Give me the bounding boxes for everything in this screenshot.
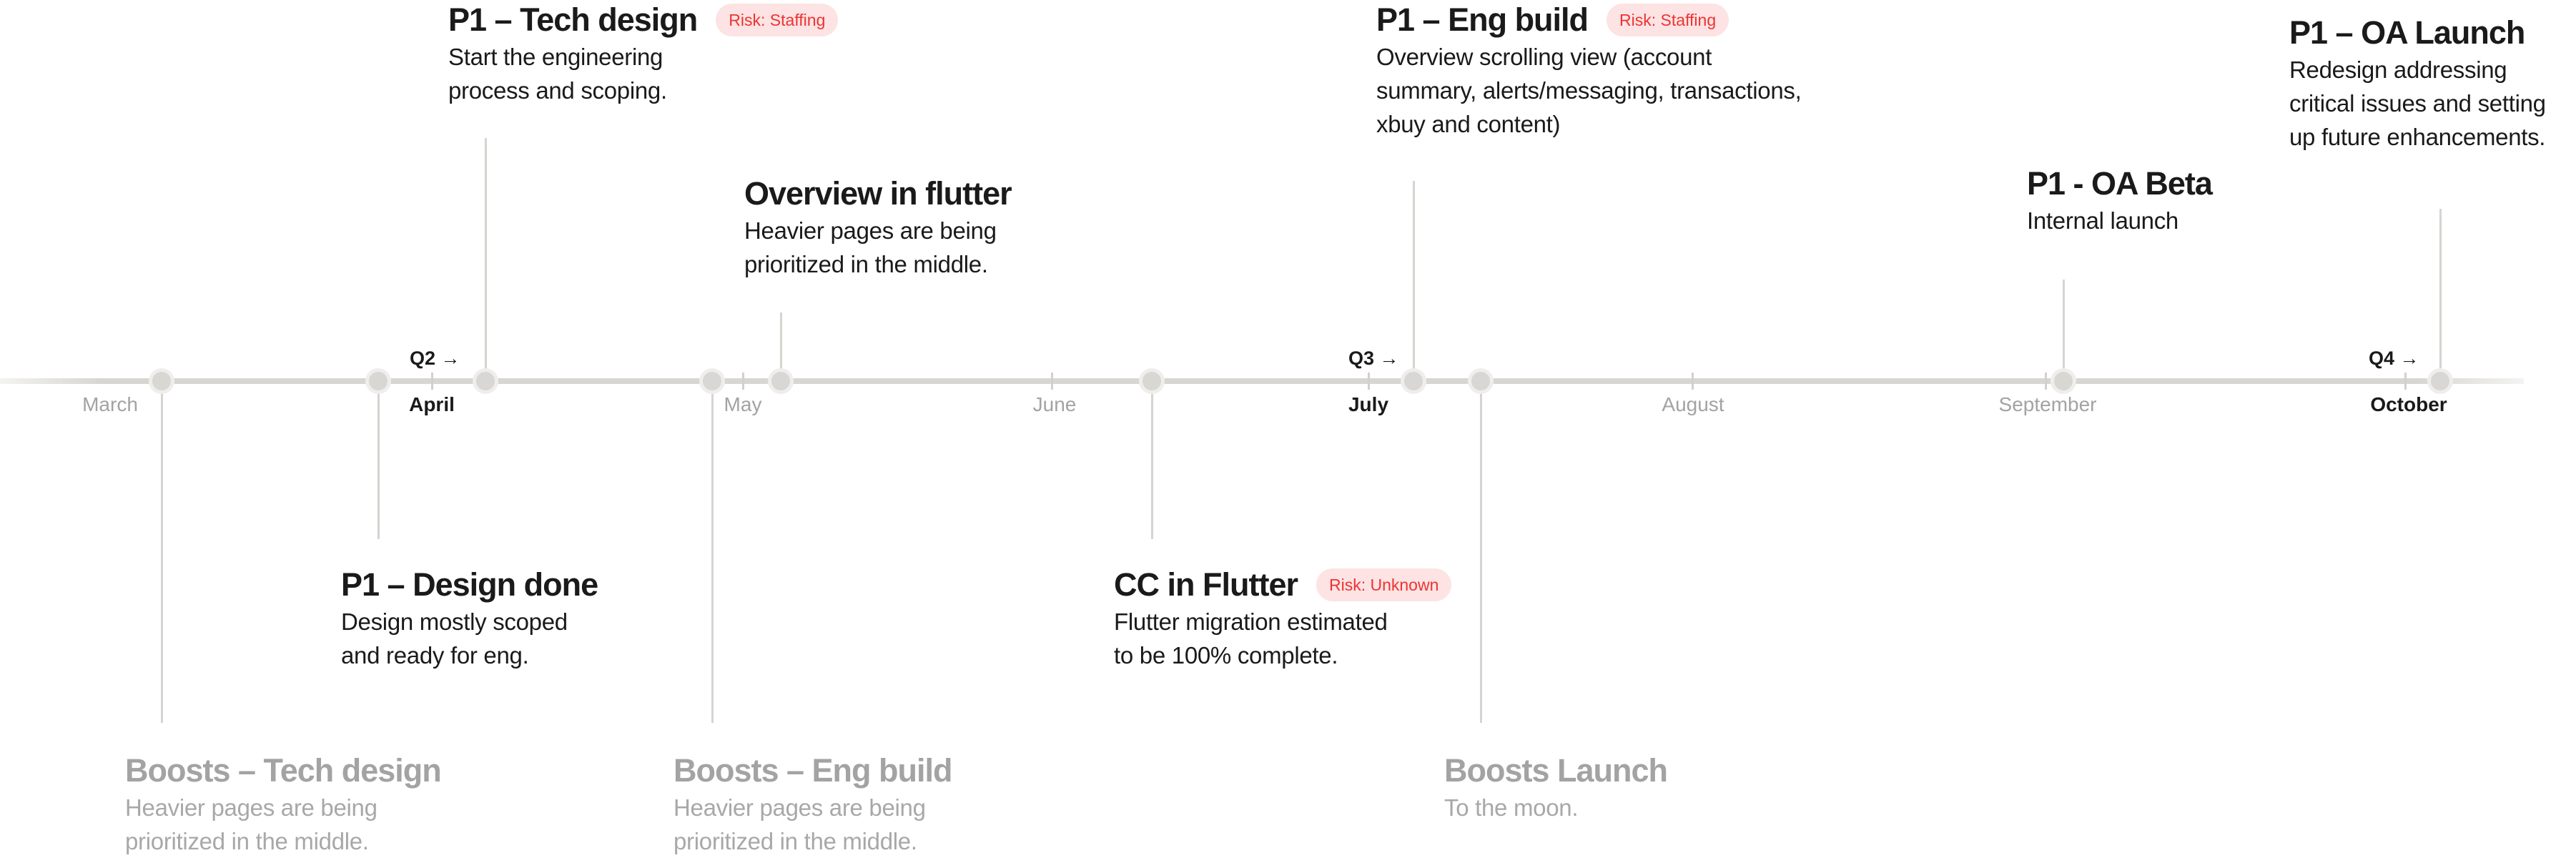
- milestone-p1-design-done: P1 – Design done Design mostly scoped an…: [341, 565, 598, 672]
- connector: [161, 381, 163, 723]
- milestone-dot[interactable]: [699, 368, 725, 394]
- milestone-dot[interactable]: [1401, 368, 1426, 394]
- milestone-dot[interactable]: [365, 368, 391, 394]
- milestone-desc: prioritized in the middle.: [125, 828, 369, 854]
- milestone-desc: prioritized in the middle.: [673, 828, 917, 854]
- milestone-boosts-launch: Boosts Launch To the moon.: [1444, 751, 1668, 824]
- milestone-title: P1 – Tech design: [448, 1, 698, 38]
- milestone-title: CC in Flutter: [1114, 566, 1298, 603]
- connector: [377, 381, 380, 539]
- milestone-dot[interactable]: [1468, 368, 1494, 394]
- month-label: March: [82, 393, 138, 415]
- quarter-label: Q3 →: [1348, 347, 1399, 369]
- milestone-boosts-eng-build: Boosts – Eng build Heavier pages are bei…: [673, 751, 953, 858]
- milestone-title: Boosts – Tech design: [125, 752, 442, 789]
- milestone-desc: Heavier pages are being: [744, 217, 997, 244]
- risk-badge: Risk: Unknown: [1316, 568, 1452, 601]
- milestone-desc: Overview scrolling view (account: [1376, 44, 1712, 70]
- connector: [485, 138, 487, 381]
- connector: [1151, 381, 1153, 539]
- milestone-title: P1 – OA Launch: [2289, 14, 2525, 51]
- milestone-p1-oa-beta: P1 - OA Beta Internal launch: [2027, 164, 2213, 237]
- month-label: July: [1348, 393, 1389, 415]
- milestone-desc: Redesign addressing: [2289, 56, 2507, 83]
- milestone-desc: process and scoping.: [448, 77, 667, 104]
- milestone-desc: and ready for eng.: [341, 642, 529, 669]
- milestone-desc: Flutter migration estimated: [1114, 608, 1388, 635]
- milestone-dot[interactable]: [2427, 368, 2453, 394]
- month-label: August: [1662, 393, 1724, 415]
- milestone-desc: Start the engineering: [448, 44, 663, 70]
- connector: [2063, 280, 2065, 381]
- milestone-dot[interactable]: [2051, 368, 2076, 394]
- connector: [1480, 381, 1482, 723]
- milestone-title: P1 – Design done: [341, 566, 598, 603]
- month-tick: [431, 373, 433, 390]
- milestone-desc: Internal launch: [2027, 207, 2178, 234]
- milestone-desc: up future enhancements.: [2289, 124, 2546, 150]
- milestone-p1-tech-design: P1 – Tech design Risk: Staffing Start the…: [448, 0, 839, 107]
- milestone-desc: Heavier pages are being: [673, 794, 926, 821]
- risk-badge: Risk: Staffing: [716, 4, 839, 36]
- month-label: April: [409, 393, 455, 415]
- milestone-title: Boosts Launch: [1444, 752, 1668, 789]
- connector: [2439, 209, 2442, 381]
- month-label: June: [1032, 393, 1077, 415]
- month-tick: [1692, 373, 1694, 390]
- month-label: September: [1998, 393, 2097, 415]
- milestone-desc: to be 100% complete.: [1114, 642, 1338, 669]
- milestone-boosts-tech-design: Boosts – Tech design Heavier pages are b…: [125, 751, 442, 858]
- month-tick: [1368, 373, 1370, 390]
- connector: [711, 381, 714, 723]
- milestone-dot[interactable]: [473, 368, 498, 394]
- milestone-title: P1 – Eng build: [1376, 1, 1589, 38]
- month-label: May: [724, 393, 762, 415]
- milestone-desc: Heavier pages are being: [125, 794, 377, 821]
- milestone-desc: summary, alerts/messaging, transactions,: [1376, 77, 1802, 104]
- milestone-desc: critical issues and setting: [2289, 90, 2546, 117]
- quarter-label: Q2 →: [410, 347, 460, 369]
- month-label: October: [2370, 393, 2447, 415]
- milestone-desc: xbuy and content): [1376, 111, 1561, 137]
- milestone-desc: To the moon.: [1444, 794, 1579, 821]
- risk-badge: Risk: Staffing: [1607, 4, 1729, 36]
- milestone-dot[interactable]: [768, 368, 794, 394]
- connector: [780, 312, 782, 381]
- month-tick: [742, 373, 744, 390]
- milestone-p1-oa-launch: P1 – OA Launch Redesign addressing criti…: [2289, 13, 2546, 154]
- milestone-title: Overview in flutter: [744, 175, 1012, 212]
- milestone-desc: prioritized in the middle.: [744, 251, 988, 277]
- milestone-dot[interactable]: [149, 368, 174, 394]
- milestone-overview-in-flutter: Overview in flutter Heavier pages are be…: [744, 174, 1012, 281]
- month-tick: [2045, 373, 2047, 390]
- milestone-desc: Design mostly scoped: [341, 608, 568, 635]
- quarter-label: Q4 →: [2369, 347, 2419, 369]
- milestone-title: Boosts – Eng build: [673, 752, 953, 789]
- connector: [1413, 181, 1415, 381]
- milestone-title: P1 - OA Beta: [2027, 165, 2213, 202]
- milestone-p1-eng-build: P1 – Eng build Risk: Staffing Overview sc…: [1376, 0, 1802, 141]
- month-tick: [1051, 373, 1053, 390]
- timeline-axis: [0, 378, 2524, 384]
- milestone-cc-in-flutter: CC in Flutter Risk: Unknown Flutter migra…: [1114, 565, 1452, 672]
- month-tick: [2404, 373, 2407, 390]
- milestone-dot[interactable]: [1139, 368, 1165, 394]
